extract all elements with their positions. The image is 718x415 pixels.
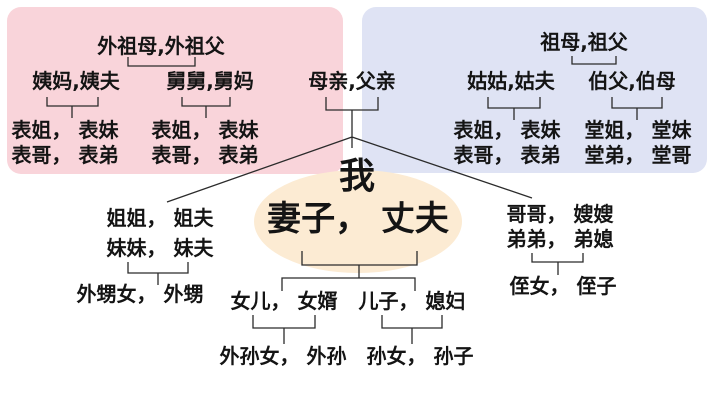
maternal-uncle-couple-label: 舅舅,舅妈 (166, 69, 254, 93)
older-sister-couple-label: 姐姐， 姐夫 (106, 206, 214, 230)
maternal-aunt-cousins-male-label: 表哥， 表弟 (11, 143, 119, 167)
son-couple-label: 儿子， 媳妇 (358, 289, 466, 313)
son-children-bracket (381, 315, 443, 344)
sisters-children-bracket (127, 262, 189, 285)
self-label: 我 (338, 156, 376, 197)
maternal-uncle-cousins-male-label: 表哥， 表弟 (151, 143, 259, 167)
younger-brother-couple-label: 弟弟， 弟媳 (506, 227, 614, 251)
paternal-aunt-couple-label: 姑姑,姑夫 (467, 69, 555, 93)
paternal-aunt-cousins-female-label: 表姐， 表妹 (453, 118, 561, 142)
parents-label: 母亲,父亲 (308, 69, 396, 93)
maternal-grandparents-couple-bracket (127, 57, 196, 67)
paternal-uncle-cousins-female-label: 堂姐， 堂妹 (584, 118, 692, 142)
paternal-grandparents-label: 祖母,祖父 (540, 30, 628, 54)
paternal-uncle-couple-label: 伯父,伯母 (588, 69, 676, 93)
younger-sister-couple-label: 妹妹， 妹夫 (106, 236, 214, 260)
maternal-aunt-couple-label: 姨妈,姨夫 (32, 69, 120, 93)
daughter-grandchildren-label: 外孙女， 外孙 (219, 344, 347, 368)
paternal-uncle-children-bracket (611, 97, 663, 120)
paternal-aunt-children-bracket (487, 97, 541, 120)
fraternal-niblings-label: 侄女， 侄子 (509, 274, 617, 298)
older-brother-couple-label: 哥哥， 嫂嫂 (506, 202, 614, 226)
parents-to-self-connector (166, 97, 533, 203)
maternal-family-box (7, 7, 343, 174)
maternal-uncle-children-bracket (181, 97, 231, 118)
spouse-children-split-connector (281, 251, 418, 291)
son-grandchildren-label: 孙女， 孙子 (366, 344, 474, 368)
maternal-aunt-children-bracket (46, 97, 99, 118)
paternal-family-box (362, 7, 707, 173)
self-spouse-ellipse (254, 170, 462, 273)
paternal-aunt-cousins-male-label: 表哥， 表弟 (453, 143, 561, 167)
spouse-label: 妻子， 丈夫 (267, 199, 449, 239)
maternal-aunt-cousins-female-label: 表姐， 表妹 (11, 118, 119, 142)
daughter-couple-label: 女儿， 女婿 (230, 289, 338, 313)
paternal-grandparents-couple-bracket (571, 56, 617, 65)
sororal-niblings-label: 外甥女， 外甥 (76, 282, 204, 306)
maternal-grandparents-label: 外祖母,外祖父 (97, 34, 225, 58)
paternal-uncle-cousins-male-label: 堂弟， 堂哥 (584, 143, 692, 167)
maternal-uncle-cousins-female-label: 表姐， 表妹 (151, 118, 259, 142)
daughter-children-bracket (252, 315, 316, 344)
brothers-children-bracket (531, 253, 584, 275)
